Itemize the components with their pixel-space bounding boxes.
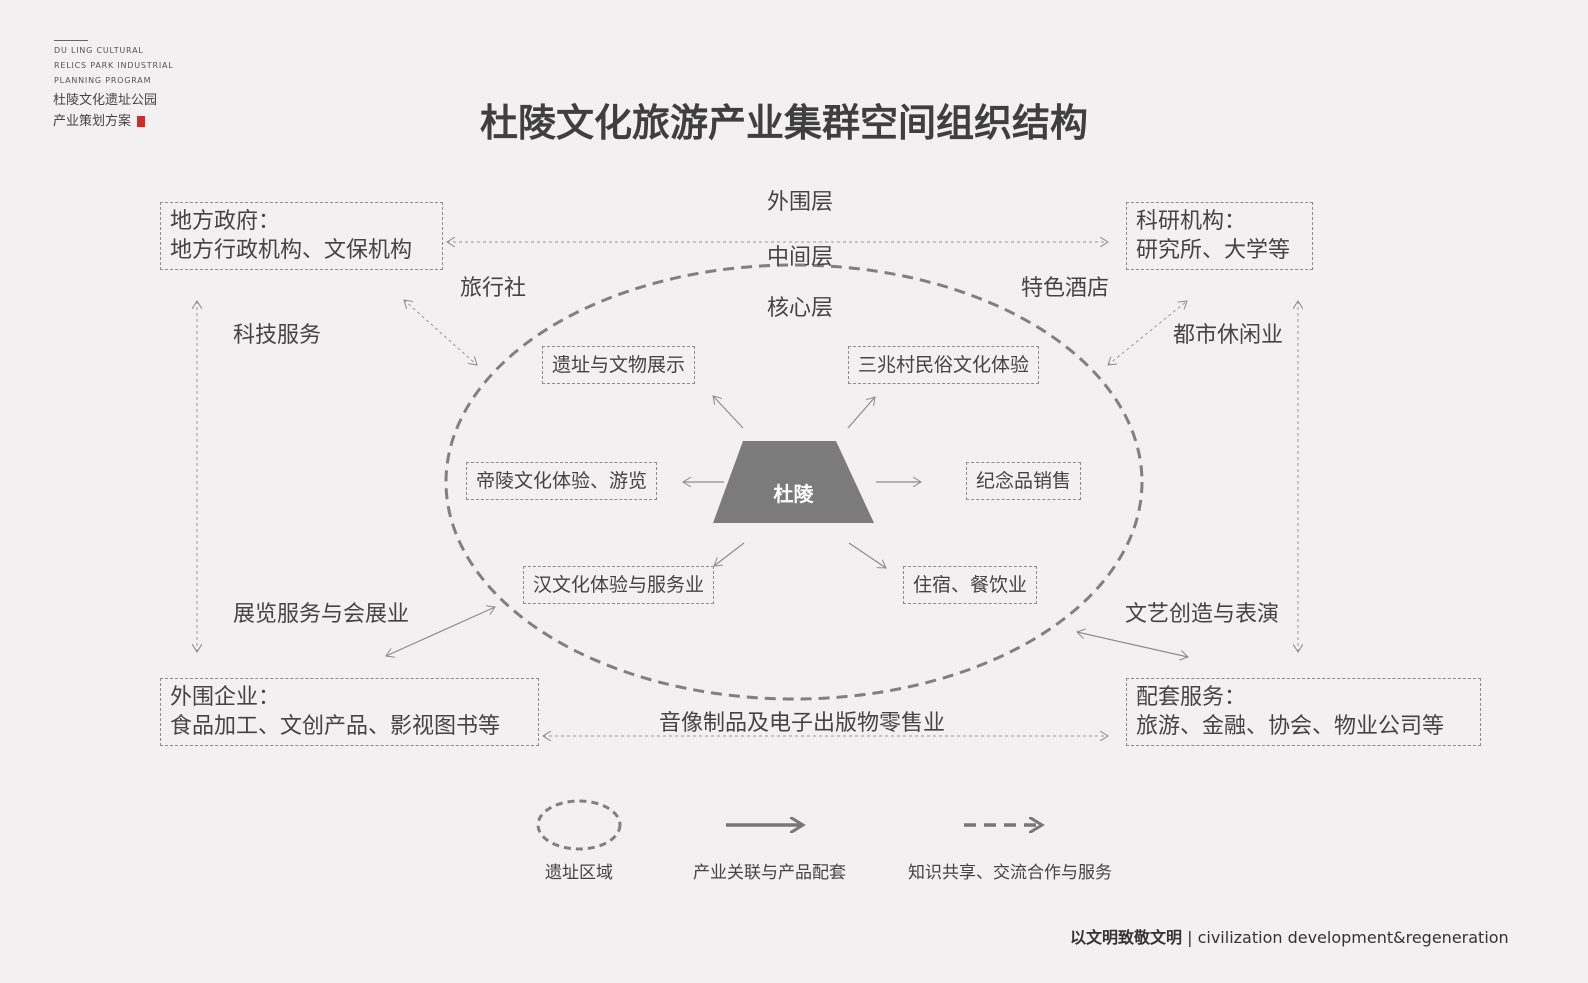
core-item-han-culture: 汉文化体验与服务业 xyxy=(523,566,715,604)
brand-en-line-1: DU LING CULTURAL xyxy=(54,46,144,55)
layer-outer-label: 外围层 xyxy=(766,190,833,215)
center-label: 杜陵 xyxy=(773,482,814,506)
corner-detail: 食品加工、文创产品、影视图书等 xyxy=(170,714,501,739)
corner-box-local-government: 地方政府： 地方行政机构、文保机构 xyxy=(160,202,443,270)
label-urban-leisure: 都市休闲业 xyxy=(1173,323,1284,348)
brand-en-line-2: RELICS PARK INDUSTRIAL xyxy=(54,61,174,70)
legend-industry-link-label: 产业关联与产品配套 xyxy=(693,863,846,883)
core-item-folk-culture: 三兆村民俗文化体验 xyxy=(848,346,1040,384)
layer-core-label: 核心层 xyxy=(766,296,833,321)
dotted-arrow-urban-leisure xyxy=(1108,301,1187,365)
corner-box-support-services: 配套服务： 旅游、金融、协会、物业公司等 xyxy=(1126,678,1481,746)
site-area-ellipse xyxy=(444,263,1144,701)
dotted-arrow-travel-agency xyxy=(404,300,477,365)
legend-knowledge-share-label: 知识共享、交流合作与服务 xyxy=(908,863,1112,883)
label-special-hotel: 特色酒店 xyxy=(1021,276,1110,301)
arrow-exhibition-link xyxy=(386,607,495,656)
seal-stamp-icon xyxy=(137,116,146,127)
legend-ellipse-icon xyxy=(536,799,622,851)
brand-cn-line-2: 产业策划方案 xyxy=(53,110,146,129)
core-item-relics-display: 遗址与文物展示 xyxy=(542,346,696,384)
arrow-to-relics-display xyxy=(713,396,744,429)
label-tech-service: 科技服务 xyxy=(233,323,322,348)
brand-cn-line-1: 杜陵文化遗址公园 xyxy=(53,93,158,108)
corner-detail: 研究所、大学等 xyxy=(1136,238,1291,263)
label-arts: 文艺创造与表演 xyxy=(1125,602,1280,627)
arrow-to-han-culture xyxy=(714,542,745,566)
arrow-to-folk-culture xyxy=(847,397,875,429)
legend-site-area-label: 遗址区域 xyxy=(545,863,613,883)
corner-box-outer-enterprises: 外围企业： 食品加工、文创产品、影视图书等 xyxy=(160,678,539,746)
brand-en-line-3: PLANNING PROGRAM xyxy=(54,76,152,85)
label-travel-agency: 旅行社 xyxy=(460,276,527,301)
footer-separator: | xyxy=(1187,928,1193,947)
corner-box-research: 科研机构： 研究所、大学等 xyxy=(1126,202,1313,270)
label-media-retail: 音像制品及电子出版物零售业 xyxy=(659,711,946,736)
arrow-arts-link xyxy=(1077,632,1188,657)
footer-slogan: 以文明致敬文明 | civilization development&regen… xyxy=(1070,924,1509,948)
core-item-emperor-tour: 帝陵文化体验、游览 xyxy=(466,462,658,500)
footer-en: civilization development&regeneration xyxy=(1197,928,1509,947)
footer-cn: 以文明致敬文明 xyxy=(1070,928,1183,947)
core-item-lodging: 住宿、餐饮业 xyxy=(903,566,1038,604)
page-title: 杜陵文化旅游产业集群空间组织结构 xyxy=(479,101,1088,145)
corner-detail: 旅游、金融、协会、物业公司等 xyxy=(1136,714,1445,739)
label-exhibition: 展览服务与会展业 xyxy=(233,602,410,627)
layer-middle-label: 中间层 xyxy=(766,245,833,270)
corner-heading: 配套服务： xyxy=(1136,685,1247,710)
corner-heading: 科研机构： xyxy=(1136,209,1247,234)
arrow-to-lodging xyxy=(848,542,886,568)
brand-rule xyxy=(54,40,88,41)
core-item-souvenir: 纪念品销售 xyxy=(966,462,1082,500)
corner-detail: 地方行政机构、文保机构 xyxy=(170,238,413,263)
corner-heading: 地方政府： xyxy=(170,209,281,234)
duling-center-trapezoid xyxy=(713,441,874,523)
corner-heading: 外围企业： xyxy=(170,685,281,710)
